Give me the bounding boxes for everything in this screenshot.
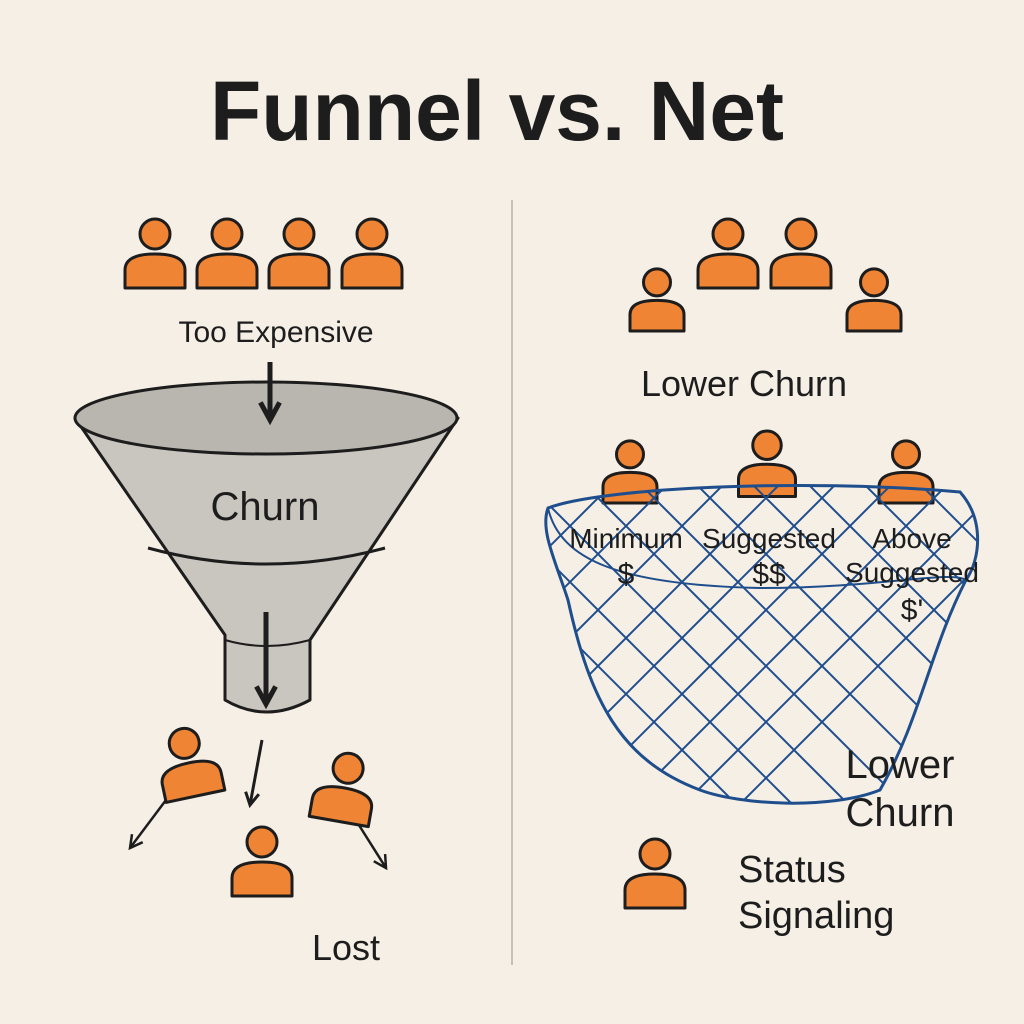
too-expensive-label: Too Expensive (178, 316, 373, 349)
person-icon (698, 219, 758, 288)
lost-label: Lost (312, 927, 380, 968)
funnel-churn-label: Churn (211, 485, 320, 529)
tier-price: $ (618, 558, 635, 591)
person-icon (152, 722, 225, 802)
tier-name: Minimum (569, 523, 683, 554)
status-customer (625, 839, 685, 908)
too-expensive-customers-group (125, 219, 402, 288)
person-icon (232, 827, 292, 896)
lower-churn-top-label: Lower Churn (641, 363, 847, 404)
person-icon (342, 219, 402, 288)
arrow-down-icon (246, 740, 262, 805)
person-icon (630, 269, 684, 331)
tier-name: Suggested (702, 523, 836, 554)
person-icon (625, 839, 685, 908)
page-title: Funnel vs. Net (210, 64, 784, 158)
person-icon (197, 219, 257, 288)
retained-customers-group (630, 219, 901, 331)
lost-customers-group (152, 722, 380, 896)
person-icon (847, 269, 901, 331)
person-icon (309, 748, 380, 826)
person-icon (269, 219, 329, 288)
person-icon (879, 441, 933, 503)
tier-price: $' (901, 594, 923, 627)
funnel-side: Too Expensive Churn Lost (75, 219, 458, 968)
person-icon (125, 219, 185, 288)
arrow-down-icon (357, 822, 386, 868)
arrow-down-icon (130, 800, 166, 848)
person-icon (771, 219, 831, 288)
tier-price: $$ (752, 558, 786, 591)
